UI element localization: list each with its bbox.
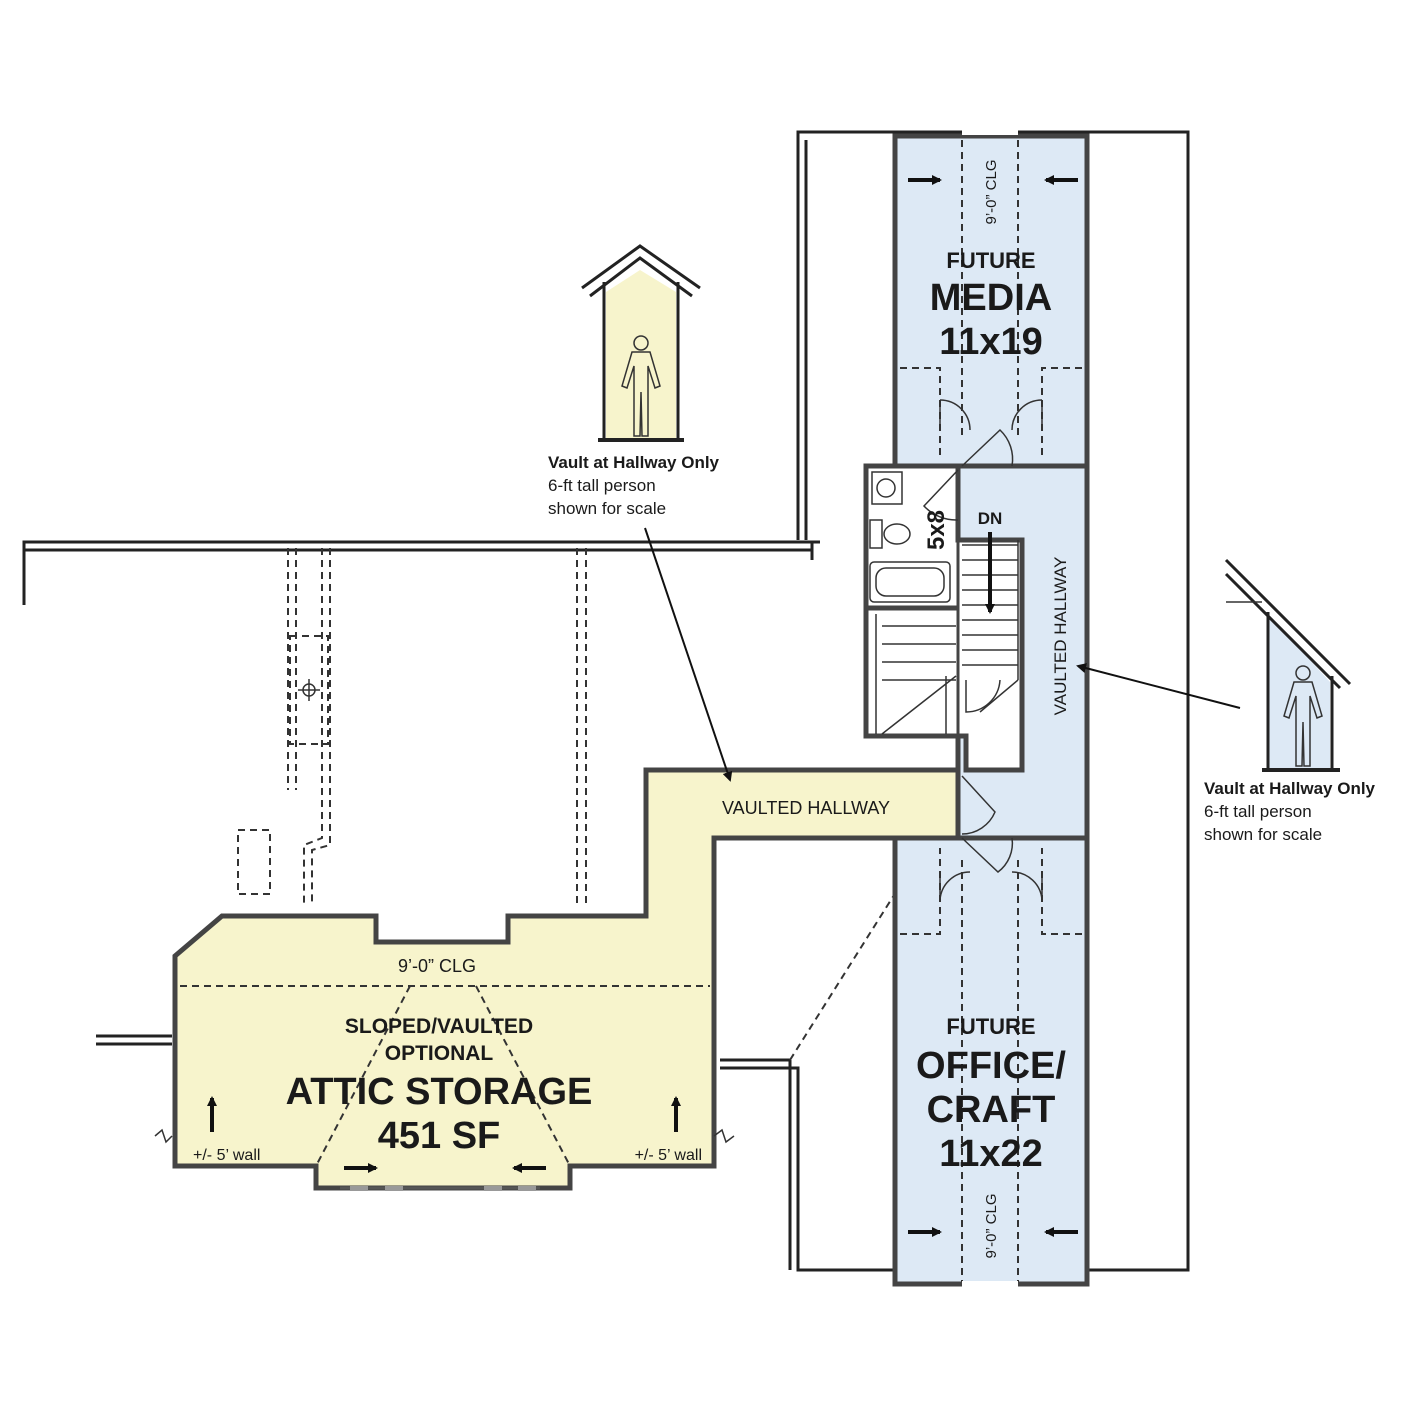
left-wall-height-label: +/- 5’ wall bbox=[193, 1147, 260, 1164]
bath-stair-block bbox=[863, 463, 1025, 773]
vault-note-title: Vault at Hallway Only bbox=[1204, 779, 1376, 798]
media-closets bbox=[900, 367, 1082, 467]
media-ceiling-label: 9’-0” CLG bbox=[983, 159, 1000, 224]
vault-note-line: 6-ft tall person bbox=[1204, 802, 1312, 821]
office-name-label-2: CRAFT bbox=[927, 1089, 1056, 1131]
note-leader-2 bbox=[1076, 663, 1241, 709]
media-size-label: 11x19 bbox=[939, 321, 1043, 363]
attic-size-label: 451 SF bbox=[378, 1115, 501, 1157]
media-room bbox=[892, 133, 1090, 469]
office-future-label: FUTURE bbox=[946, 1014, 1035, 1039]
vault-note-line: shown for scale bbox=[548, 499, 666, 518]
person-scale-icon bbox=[621, 335, 661, 437]
office-name-label-1: OFFICE/ bbox=[916, 1045, 1066, 1087]
horizontal-hallway-label: VAULTED HALLWAY bbox=[722, 798, 890, 818]
right-wall-height-label: +/- 5’ wall bbox=[635, 1147, 702, 1164]
vault-note-line: shown for scale bbox=[1204, 825, 1322, 844]
media-future-label: FUTURE bbox=[946, 248, 1035, 273]
attic-optional-label: OPTIONAL bbox=[385, 1042, 494, 1065]
office-ceiling-label: 9’-0” CLG bbox=[983, 1193, 1000, 1258]
vault-section-shed bbox=[1224, 558, 1352, 772]
media-name-label: MEDIA bbox=[930, 277, 1052, 319]
person-scale-icon bbox=[1283, 665, 1323, 767]
vault-note-1: Vault at Hallway Only 6-ft tall person s… bbox=[548, 453, 720, 518]
vault-section-gable bbox=[581, 244, 701, 442]
house-outline bbox=[22, 130, 1190, 1272]
office-room bbox=[892, 835, 1090, 1287]
attic-storage-area bbox=[172, 767, 961, 1191]
vault-note-line: 6-ft tall person bbox=[548, 476, 656, 495]
bath-size-label: 5x8 bbox=[923, 510, 950, 550]
vault-note-title: Vault at Hallway Only bbox=[548, 453, 720, 472]
stair-down-label: DN bbox=[978, 509, 1003, 528]
office-closets bbox=[900, 775, 1082, 935]
attic-doors bbox=[340, 1186, 540, 1191]
attic-name-label: ATTIC STORAGE bbox=[286, 1071, 593, 1113]
note-leader-1 bbox=[644, 527, 733, 782]
attic-ceiling-label: 9’-0” CLG bbox=[398, 956, 476, 976]
vault-note-2: Vault at Hallway Only 6-ft tall person s… bbox=[1204, 779, 1376, 844]
office-size-label: 11x22 bbox=[939, 1133, 1043, 1175]
slope-arrows bbox=[207, 175, 1078, 1237]
vertical-hallway-label: VAULTED HALLWAY bbox=[1051, 557, 1070, 716]
attic-sloped-label: SLOPED/VAULTED bbox=[345, 1015, 533, 1038]
